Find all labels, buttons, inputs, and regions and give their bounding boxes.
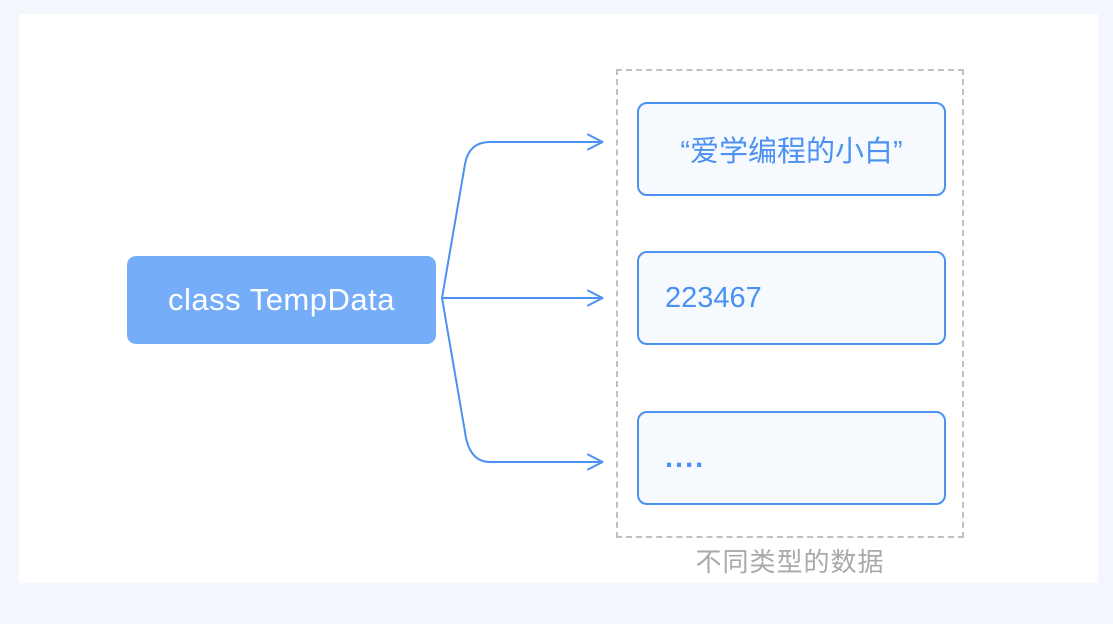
diagram-card: class TempData “爱学编程的小白” 223467 .... 不同类…	[19, 14, 1098, 583]
value-node-string: “爱学编程的小白”	[637, 102, 946, 196]
diagram-canvas: class TempData “爱学编程的小白” 223467 .... 不同类…	[19, 14, 1098, 583]
value-node-ellipsis: ....	[637, 411, 946, 505]
arrow-middle-head-icon	[587, 289, 604, 307]
value-group-container	[616, 69, 964, 538]
class-node: class TempData	[127, 256, 436, 344]
arrow-bottom-head-icon	[587, 453, 604, 471]
value-node-ellipsis-label: ....	[665, 441, 706, 474]
value-node-string-label: “爱学编程的小白”	[680, 136, 903, 168]
arrow-top-head-icon	[587, 133, 604, 151]
arrow-bottom-shaft	[441, 297, 600, 463]
value-node-number: 223467	[637, 251, 946, 345]
class-node-label: class TempData	[168, 282, 395, 317]
value-node-number-label: 223467	[665, 281, 762, 314]
group-caption: 不同类型的数据	[695, 547, 885, 577]
arrow-top-shaft	[441, 141, 600, 299]
